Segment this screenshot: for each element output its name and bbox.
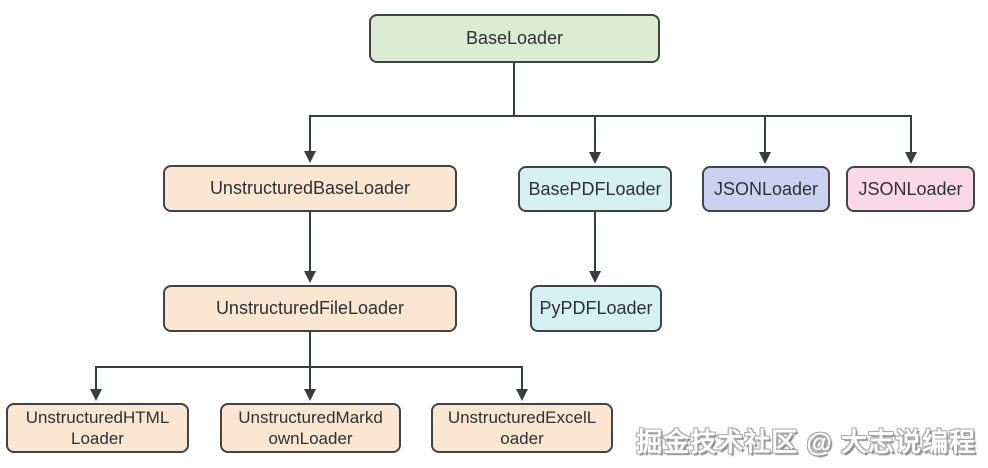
watermark-text: 掘金技术社区 @ 大志说编程 <box>636 427 976 457</box>
node-unstructuredhtmlloader: UnstructuredHTML Loader <box>6 403 189 453</box>
node-unstructuredmarkdownloader: UnstructuredMarkd ownLoader <box>220 403 401 453</box>
node-basepdfloader: BasePDFLoader <box>518 166 672 212</box>
node-jsonloader-b: JSONLoader <box>846 166 975 212</box>
node-jsonloader-a: JSONLoader <box>702 166 830 212</box>
node-unstructuredbaseloader: UnstructuredBaseLoader <box>163 165 457 212</box>
node-unstructuredfileloader: UnstructuredFileLoader <box>163 285 457 332</box>
connector-fileloader-bus <box>95 332 523 368</box>
node-unstructuredexcelloader: UnstructuredExcelL oader <box>431 403 613 453</box>
node-pypdfloader: PyPDFLoader <box>530 285 662 332</box>
connector-baseloader-bus <box>309 63 912 117</box>
node-baseloader: BaseLoader <box>369 14 660 63</box>
